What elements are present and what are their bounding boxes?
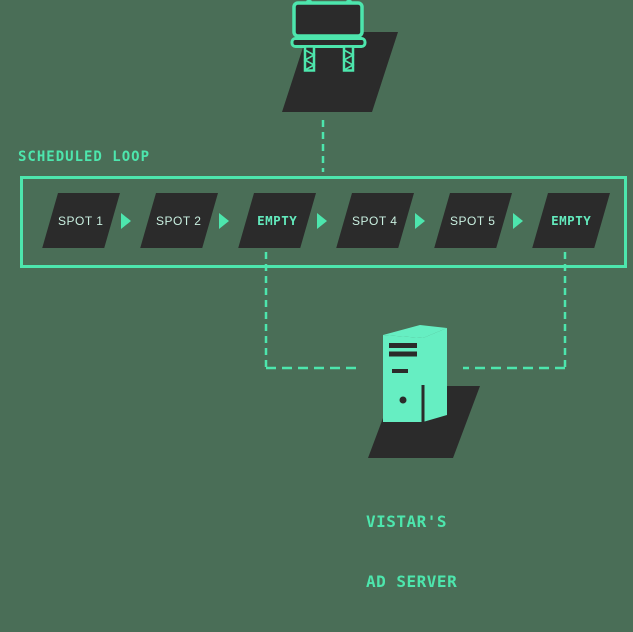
slot-label: SPOT 5 xyxy=(450,213,496,228)
scheduled-loop-box xyxy=(20,176,627,268)
server-caption: VISTAR'S AD SERVER xyxy=(366,472,457,632)
server-vent xyxy=(389,343,417,348)
slot-label: SPOT 4 xyxy=(352,213,398,228)
slot-label: EMPTY xyxy=(551,213,592,228)
billboard-screen xyxy=(292,1,364,38)
arrow-right-icon xyxy=(317,213,327,229)
billboard-icon xyxy=(282,0,398,112)
connector-lines xyxy=(264,120,567,370)
server-side-face xyxy=(423,328,447,422)
slot-label: SPOT 1 xyxy=(58,213,104,228)
scheduled-loop-title: SCHEDULED LOOP xyxy=(18,149,151,165)
server-front-face xyxy=(383,335,423,422)
billboard-base xyxy=(290,37,367,48)
arrow-right-icon xyxy=(513,213,523,229)
slot-label: EMPTY xyxy=(257,213,298,228)
diagram-canvas: SCHEDULED LOOP SPOT 1 SPOT 2 EMPTY SPOT … xyxy=(18,0,627,591)
arrow-right-icon xyxy=(415,213,425,229)
server-power-button xyxy=(399,396,407,404)
server-top-face xyxy=(383,325,447,338)
server-caption-line2: AD SERVER xyxy=(366,572,458,591)
server-caption-line1: VISTAR'S xyxy=(366,512,448,531)
billboard-legs xyxy=(303,45,355,72)
arrow-right-icon xyxy=(121,213,131,229)
server-drive-slot xyxy=(392,369,408,373)
server-vent xyxy=(389,351,417,357)
arrow-right-icon xyxy=(219,213,229,229)
slot-label: SPOT 2 xyxy=(156,213,202,228)
server-tower-icon xyxy=(368,325,480,458)
